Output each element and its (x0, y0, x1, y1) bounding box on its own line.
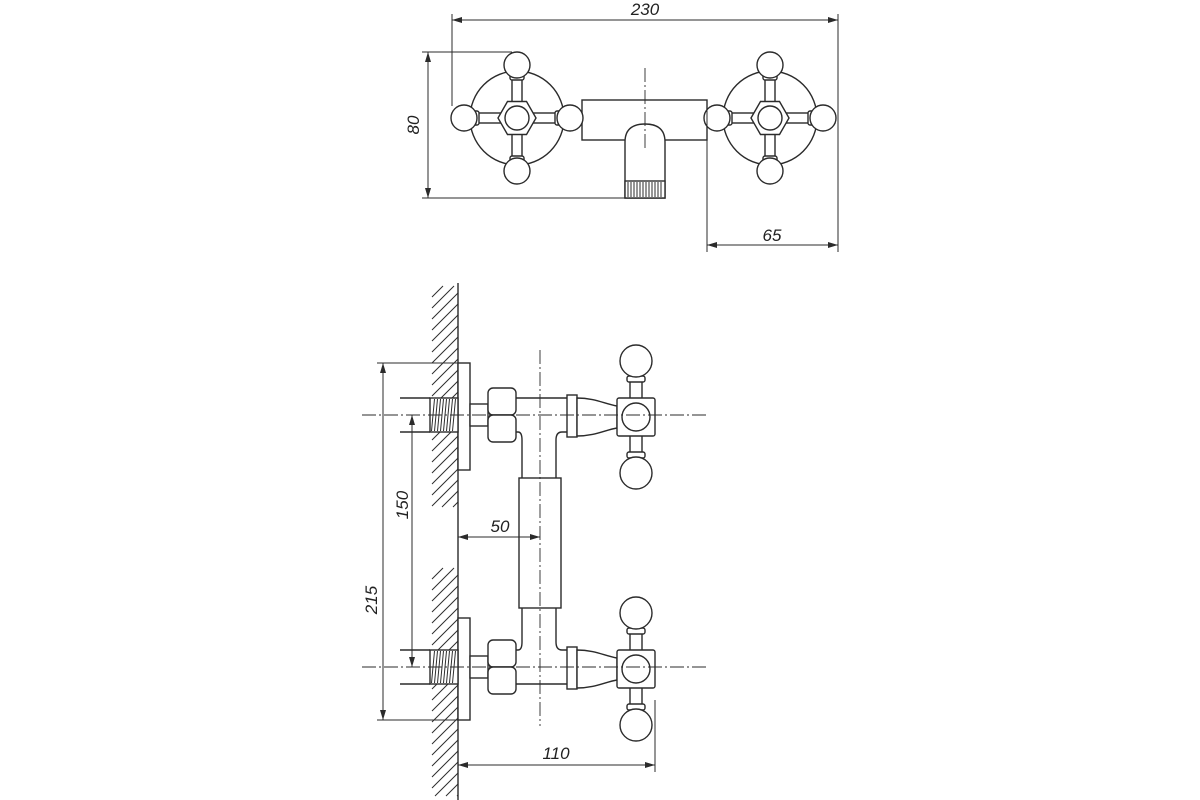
side-upper-connection (400, 344, 656, 490)
dimension-label-depth: 80 (404, 115, 423, 134)
thread-line (446, 398, 450, 432)
wall-hatch-line (431, 435, 459, 463)
valve-body (576, 649, 618, 689)
wall-hatch-line (431, 567, 444, 580)
dimension-wall-to-axis: 50 (458, 517, 540, 540)
wall-hatch-line (431, 728, 459, 756)
dimension-label-wall-to-axis: 50 (491, 517, 510, 536)
knob-right (556, 104, 584, 132)
body-pipe-left-edge-upper (516, 431, 523, 478)
wall-hatch-line (431, 292, 459, 320)
dimension-label-wall-to-front: 110 (542, 744, 570, 763)
thread-line (446, 650, 450, 684)
spout-thread-lines (627, 182, 662, 197)
handle-arm-down (629, 685, 643, 707)
handle-arm-down (629, 433, 643, 455)
wall-hatch-line (431, 347, 459, 375)
wall-hatch-line (431, 574, 459, 602)
spindle-cap (504, 105, 530, 131)
handle-cap (621, 402, 651, 432)
wall-hatch-line (431, 596, 459, 624)
dimension-label-right-span: 65 (763, 226, 782, 245)
valve-body (576, 397, 618, 437)
dimension-right-span: 65 (706, 104, 838, 252)
wall-hatch-line (431, 285, 444, 298)
wall-hatch-line (431, 369, 459, 397)
wall-hatch-line (431, 695, 459, 723)
wall-hatch-line (431, 607, 459, 635)
knob-bottom (503, 157, 531, 185)
knob-top (756, 51, 784, 79)
wall-hatch-line (431, 314, 459, 342)
wall-hatch-line (431, 446, 459, 474)
wall-hatch-line (431, 479, 459, 507)
dimension-width: 230 (451, 0, 839, 252)
knob-bottom (619, 708, 653, 742)
union-nut-lower-face (487, 666, 517, 695)
knob-left (703, 104, 731, 132)
body-pipe-right-edge-lower (555, 608, 567, 651)
wall-hatch-line (431, 336, 459, 364)
knob-right (809, 104, 837, 132)
body-pipe-left-edge-lower (516, 608, 523, 651)
valve-collar (566, 646, 578, 690)
union-nut-lower-face (487, 414, 517, 443)
wall-hatch-line (431, 567, 455, 591)
plan-left-handle (450, 51, 584, 185)
wall-hatch-line (431, 585, 459, 613)
knob-top (619, 596, 653, 630)
dimension-label-overall-height: 215 (362, 585, 381, 615)
knob-bottom (619, 456, 653, 490)
dimension-inlet-centers: 150 (393, 415, 415, 667)
side-lower-connection (400, 596, 656, 742)
knob-bottom (756, 157, 784, 185)
wall-hatch-line (452, 501, 459, 508)
dimension-wall-to-front: 110 (458, 700, 656, 772)
handle-arm-up (629, 379, 643, 401)
wall-hatch-line (441, 490, 459, 508)
wall-hatch-line (431, 684, 459, 712)
wall-hatch-line (434, 772, 459, 797)
dimension-label-width: 230 (630, 0, 660, 19)
knob-top (619, 344, 653, 378)
knob-top (503, 51, 531, 79)
wall-hatch-line (431, 739, 459, 767)
handle-cap (621, 654, 651, 684)
knob-left (450, 104, 478, 132)
wall-hatch-line (431, 717, 459, 745)
wall-hatch-line (431, 750, 459, 778)
dimension-depth: 80 (404, 51, 625, 199)
side-view: 215 150 50 110 (362, 283, 707, 800)
mixer-body-side (516, 397, 567, 685)
valve-collar (566, 394, 578, 438)
wall-flange-lower (457, 617, 471, 721)
wall-hatch-line (431, 468, 459, 496)
body-pipe-right-edge-upper (555, 431, 567, 478)
wall-hatch-line (431, 285, 455, 309)
wall-hatch-line (431, 761, 459, 789)
wall-hatch-line (445, 783, 459, 797)
handle-arm-up (629, 631, 643, 653)
spindle-cap (757, 105, 783, 131)
wall-flange-upper (457, 362, 471, 471)
union-nut-upper-face (487, 387, 517, 416)
wall-hatch-line (431, 303, 459, 331)
plan-right-handle (703, 51, 837, 185)
plan-view: 230 80 65 (404, 0, 839, 252)
dimension-label-inlet-centers: 150 (393, 490, 412, 519)
dimension-overall-height: 215 (362, 362, 458, 721)
wall-hatch-line (431, 618, 459, 646)
union-nut-upper-face (487, 639, 517, 668)
wall-hatch-line (431, 457, 459, 485)
wall-hatch-line (431, 325, 459, 353)
